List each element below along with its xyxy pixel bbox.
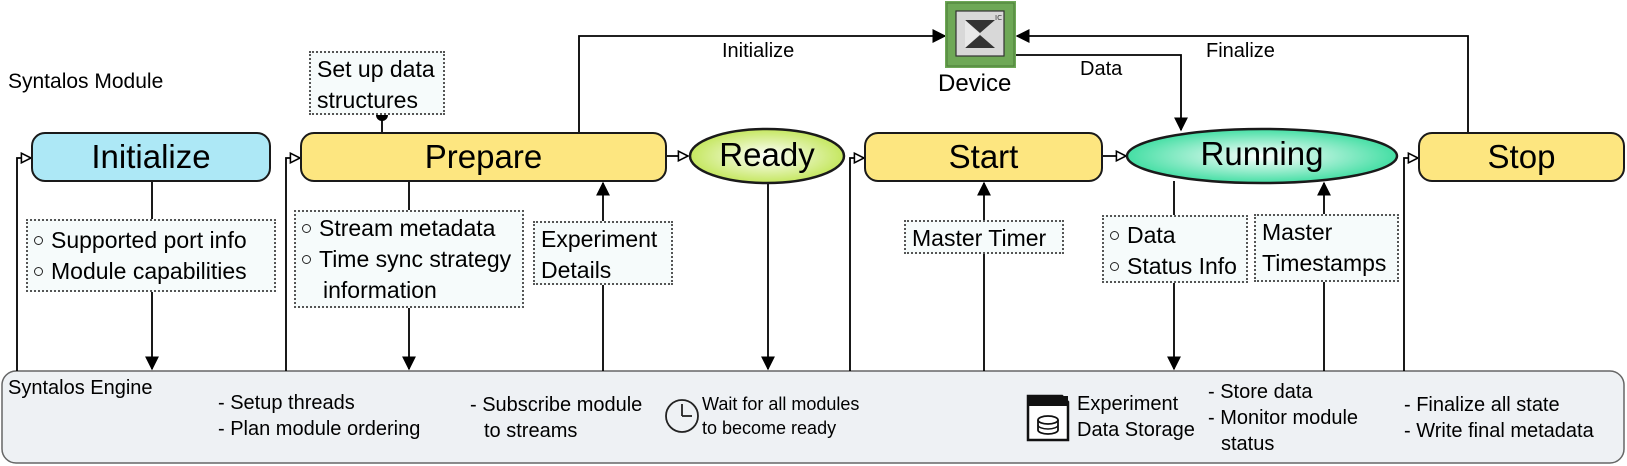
engine-prepare-tasks: - Setup threads - Plan module ordering (218, 390, 420, 442)
stage-start-label: Start (948, 138, 1019, 175)
engine-line: to become ready (702, 418, 837, 438)
bullet-icon (34, 267, 43, 276)
bullet-icon (302, 224, 311, 233)
stage-prepare-label: Prepare (424, 138, 543, 175)
bullet-icon (1110, 262, 1119, 271)
flow-label-data: Data (1080, 58, 1123, 80)
engine-line: Data Storage (1077, 419, 1195, 441)
engine-line: - Finalize all state (1404, 394, 1560, 416)
bullet-icon (1110, 231, 1119, 240)
stage-initialize[interactable]: Initialize (31, 132, 271, 182)
master-timestamps-note: Master Timestamps (1254, 214, 1399, 282)
engine-stop-tasks: - Finalize all state - Write final metad… (1404, 392, 1594, 444)
stage-ready-label[interactable]: Ready (719, 136, 815, 173)
note-line: Data (1127, 222, 1176, 248)
prepare-note: Stream metadata Time sync strategy infor… (294, 210, 524, 308)
engine-box (1, 370, 1625, 464)
note-line: Master Timer (912, 225, 1047, 251)
stage-prepare[interactable]: Prepare (300, 132, 667, 182)
note-line: Module capabilities (51, 258, 247, 284)
stage-stop[interactable]: Stop (1418, 132, 1625, 182)
engine-line: - Plan module ordering (218, 418, 421, 440)
device-label: Device (938, 70, 1012, 97)
note-line: Set up data (317, 56, 435, 82)
engine-line: - Subscribe module (470, 394, 643, 416)
engine-ready-tasks: Wait for all modules to become ready (702, 392, 859, 440)
engine-line: - Monitor module (1208, 407, 1359, 429)
engine-running-tasks: - Store data - Monitor module status (1208, 379, 1358, 457)
bullet-icon (302, 255, 311, 264)
engine-line: status (1221, 433, 1275, 455)
initialize-note: Supported port info Module capabilities (26, 219, 276, 292)
engine-line: - Write final metadata (1404, 420, 1594, 442)
flow-label-initialize: Initialize (722, 40, 795, 62)
note-line: Supported port info (51, 227, 247, 253)
engine-line: Wait for all modules (702, 394, 860, 414)
engine-line: - Store data (1208, 381, 1313, 403)
ready-ellipse (688, 127, 846, 185)
flow-label-finalize: Finalize (1206, 40, 1275, 62)
chip-device-icon: IC (945, 1, 1016, 68)
svg-text:IC: IC (995, 14, 1002, 22)
note-line: Time sync strategy (319, 246, 512, 272)
engine-subscribe-tasks: - Subscribe module to streams (470, 392, 642, 444)
engine-label: Syntalos Engine (8, 377, 153, 399)
module-label: Syntalos Module (8, 70, 164, 93)
stage-initialize-label: Initialize (91, 138, 211, 175)
experiment-details-note: Experiment Details (533, 221, 673, 285)
note-line: Timestamps (1262, 250, 1387, 276)
note-line: structures (317, 87, 418, 113)
note-line: information (323, 277, 437, 303)
master-timer-note: Master Timer (904, 220, 1064, 254)
engine-line: - Setup threads (218, 392, 355, 414)
prepare-setup-note: Set up data structures (309, 51, 445, 115)
note-line: Master (1262, 219, 1333, 245)
bullet-icon (34, 236, 43, 245)
note-line: Stream metadata (319, 215, 496, 241)
note-line: Status Info (1127, 253, 1237, 279)
note-line: Details (541, 257, 612, 283)
running-data-note: Data Status Info (1102, 215, 1248, 283)
engine-storage-label: Experiment Data Storage (1077, 391, 1195, 443)
stage-stop-label: Stop (1487, 138, 1556, 175)
note-line: Experiment (541, 226, 658, 252)
engine-line: Experiment (1077, 393, 1179, 415)
engine-line: to streams (484, 420, 578, 442)
running-ellipse (1125, 127, 1399, 185)
stage-start[interactable]: Start (864, 132, 1103, 182)
stage-running-label[interactable]: Running (1200, 135, 1324, 172)
